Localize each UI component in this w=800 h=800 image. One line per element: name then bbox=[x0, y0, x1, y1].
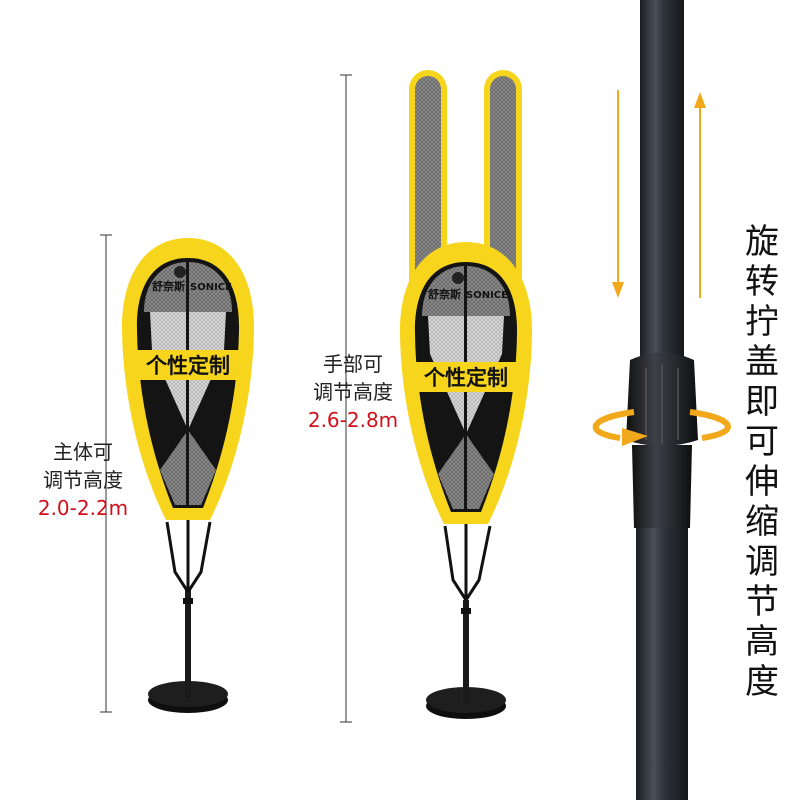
body-height-line1: 主体可 bbox=[53, 440, 113, 464]
custom-banner bbox=[132, 350, 244, 380]
custom-banner bbox=[410, 362, 522, 392]
body-height-range: 2.0-2.2m bbox=[37, 496, 129, 520]
hand-height-range: 2.6-2.8m bbox=[307, 408, 399, 432]
player-logo-icon bbox=[174, 266, 186, 278]
custom-banner-text: 个性定制 bbox=[424, 366, 508, 390]
telescopic-pole-detail bbox=[592, 0, 731, 800]
extend-arrow-icon bbox=[694, 92, 706, 298]
brand-cn: 舒奈斯 bbox=[152, 279, 185, 293]
body-height-label: 主体可 调节高度 2.0-2.2m bbox=[18, 438, 148, 522]
rotate-arrow-icon bbox=[592, 409, 731, 446]
brand-en: SONICE bbox=[466, 290, 508, 301]
brand-cn: 舒奈斯 bbox=[428, 287, 461, 301]
body-height-line2: 调节高度 bbox=[43, 468, 123, 492]
stand-pole bbox=[185, 590, 191, 698]
brand-en: SONICE bbox=[190, 282, 232, 293]
twist-adjust-caption: 旋转拧盖即可伸缩调节高度 bbox=[745, 222, 779, 702]
hand-height-line1: 手部可 bbox=[323, 352, 383, 376]
body-dummy-left: 个性定制 舒奈斯 SONICE bbox=[100, 234, 255, 713]
custom-banner-text: 个性定制 bbox=[146, 354, 230, 378]
player-logo-icon bbox=[452, 272, 464, 284]
hand-height-label: 手部可 调节高度 2.6-2.8m bbox=[288, 350, 418, 434]
stand-pole bbox=[463, 600, 469, 704]
upper-pole bbox=[640, 0, 684, 360]
body-dummy-with-hands: 个性定制 舒奈斯 SONICE bbox=[340, 70, 533, 723]
retract-arrow-icon bbox=[612, 90, 624, 298]
hand-height-line2: 调节高度 bbox=[313, 380, 393, 404]
